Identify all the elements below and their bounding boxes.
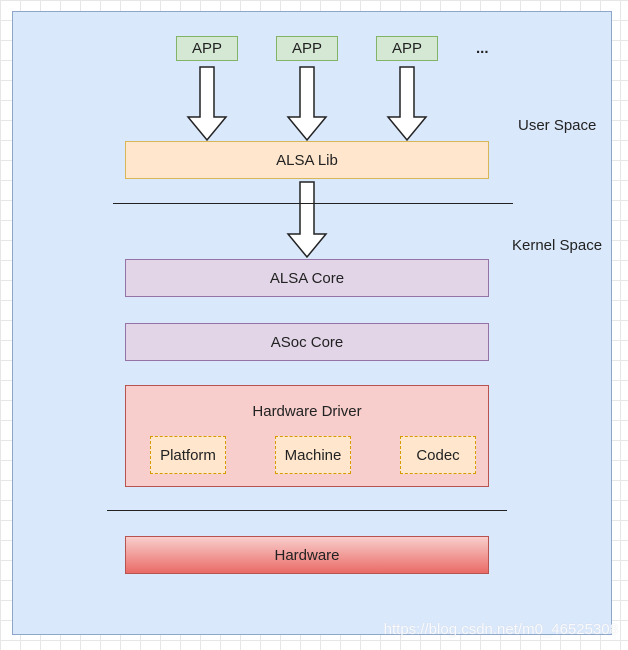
alsa-core-box: ALSA Core	[125, 259, 489, 297]
machine-box: Machine	[275, 436, 351, 474]
arrow-app3-to-lib	[386, 66, 428, 142]
platform-box: Platform	[150, 436, 226, 474]
machine-label: Machine	[284, 446, 342, 464]
alsa-lib-label: ALSA Lib	[276, 151, 338, 169]
kernel-space-label: Kernel Space	[512, 237, 603, 254]
platform-label: Platform	[160, 446, 216, 464]
user-kernel-divider	[113, 203, 513, 204]
kernel-hardware-divider	[107, 510, 507, 511]
app-box-2: APP	[276, 36, 338, 61]
codec-label: Codec	[416, 446, 460, 464]
arrow-app2-to-lib	[286, 66, 328, 142]
more-apps-ellipsis: ...	[476, 40, 489, 57]
hardware-box: Hardware	[125, 536, 489, 574]
alsa-lib-box: ALSA Lib	[125, 141, 489, 179]
app-label: APP	[191, 40, 222, 57]
app-label: APP	[291, 40, 322, 57]
alsa-core-label: ALSA Core	[269, 269, 345, 287]
asoc-core-label: ASoc Core	[270, 333, 344, 351]
app-label: APP	[391, 40, 422, 57]
arrow-lib-to-core	[286, 181, 328, 259]
app-box-3: APP	[376, 36, 438, 61]
arrow-app1-to-lib	[186, 66, 228, 142]
hardware-driver-title: Hardware Driver	[252, 403, 362, 420]
user-space-label: User Space	[518, 117, 597, 134]
codec-box: Codec	[400, 436, 476, 474]
asoc-core-box: ASoc Core	[125, 323, 489, 361]
watermark-text: https://blog.csdn.net/m0_46525308	[383, 621, 618, 638]
app-box-1: APP	[176, 36, 238, 61]
hardware-label: Hardware	[274, 546, 340, 564]
